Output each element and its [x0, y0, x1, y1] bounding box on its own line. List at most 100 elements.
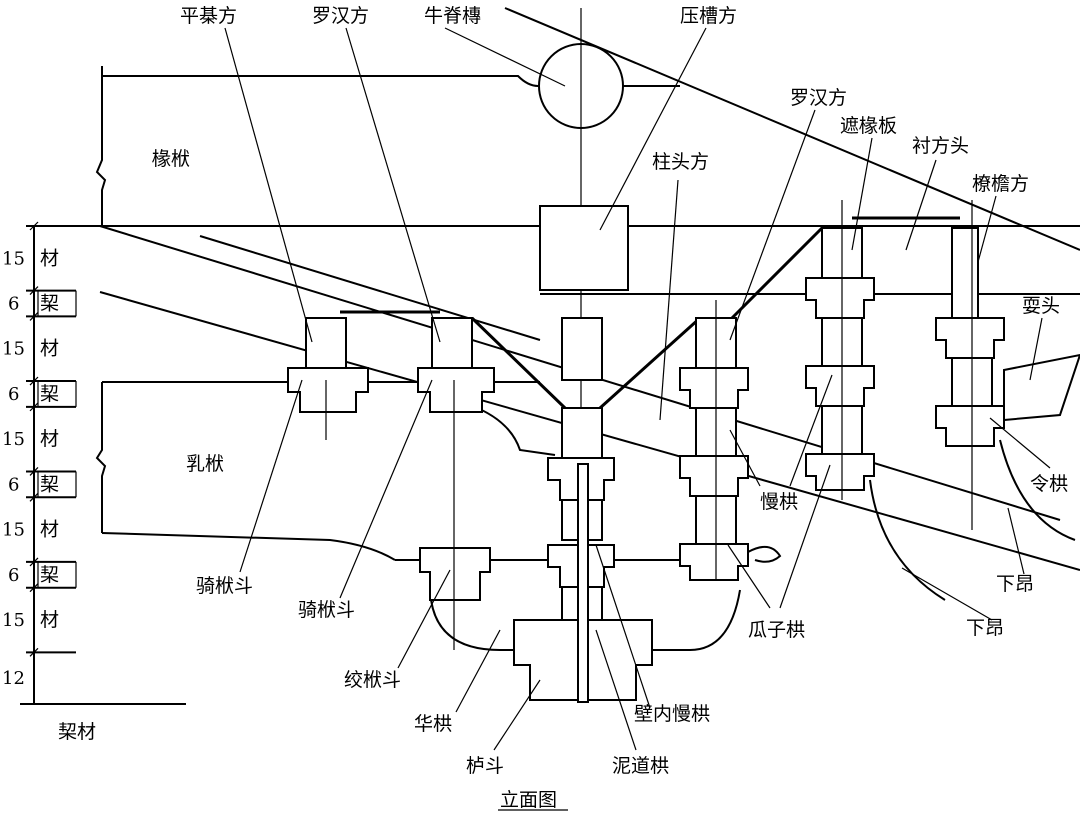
scale-tick-mark — [29, 376, 39, 386]
label-ludou: 栌斗 — [466, 755, 504, 777]
shuatou-block — [1003, 353, 1080, 422]
scale-qi-box — [37, 471, 77, 498]
scale-unit: 栔 — [40, 473, 59, 495]
rufu-left-break — [95, 382, 107, 533]
label-qifudou-1: 骑栿斗 — [196, 575, 253, 597]
scale-tick-mark — [29, 402, 39, 412]
scale-num: 15 — [2, 610, 25, 631]
scale-num: 12 — [2, 668, 25, 689]
leader-zheyuanban — [851, 137, 873, 251]
leader-guazigong-1 — [727, 544, 771, 609]
r1-dou-3 — [679, 543, 749, 581]
leaders — [224, 27, 1051, 751]
linggong-curve — [999, 439, 1076, 541]
leader-niujituan — [444, 27, 566, 87]
leader-linggong — [989, 417, 1051, 469]
scale-tick-mark — [29, 492, 39, 502]
leader-qifudou-1 — [239, 379, 303, 573]
label-chenfangtou: 衬方头 — [912, 135, 969, 157]
label-jiaofudou: 绞栿斗 — [344, 669, 401, 691]
leader-zhutoufang — [659, 179, 679, 421]
label-guazigong: 瓜子栱 — [748, 619, 805, 641]
chuanfu-beam-top — [102, 75, 539, 87]
slope-line-c — [199, 235, 541, 341]
scale-unit: 栔 — [40, 564, 59, 586]
scale-tick-mark — [29, 583, 39, 593]
scale-tick-mark — [29, 647, 39, 657]
label-liaoyanfang: 橑檐方 — [972, 173, 1029, 195]
scale-num: 6 — [8, 294, 19, 315]
leader-bineimangong — [595, 544, 651, 709]
jiaofudou-block — [419, 547, 491, 601]
structure — [30, 7, 1080, 703]
scale-unit: 材 — [40, 609, 59, 631]
label-linggong: 令栱 — [1030, 473, 1068, 495]
label-shuatou: 耍头 — [1022, 295, 1060, 317]
zhutou-block-upper — [561, 317, 603, 381]
leader-xiaang-1 — [1007, 507, 1025, 575]
leader-luohanfang-top — [345, 27, 441, 343]
scale-unit: 栔 — [40, 383, 59, 405]
label-xiaang-2: 下昂 — [966, 617, 1004, 639]
scale-num: 6 — [8, 474, 19, 495]
scale-tick-mark — [29, 467, 39, 476]
label-chuanfu: 椽栿 — [152, 148, 190, 170]
label-zhutoufang: 柱头方 — [652, 151, 709, 173]
scale-num: 15 — [2, 339, 25, 360]
label-niujituan: 牛脊槫 — [424, 5, 481, 27]
caption: 立面图 — [500, 789, 557, 811]
leader-liaoyanfang — [977, 195, 997, 263]
leader-mangong-1 — [729, 429, 761, 487]
scale-unit: 栔 — [40, 293, 59, 315]
label-luohanfang-top: 罗汉方 — [312, 5, 369, 27]
scale-num: 15 — [2, 520, 25, 541]
xiaang-curve — [869, 479, 946, 601]
label-luohanfang-right: 罗汉方 — [790, 87, 847, 109]
label-huagong: 华栱 — [414, 713, 452, 735]
scale-num: 6 — [8, 565, 19, 586]
v-strut-left — [470, 316, 567, 410]
yacaofang-block — [539, 205, 629, 291]
label-zheyuanban: 遮椽板 — [840, 115, 897, 137]
strut-upper-right — [730, 226, 824, 320]
scale-unit: 材 — [40, 338, 59, 360]
r1-dou-2 — [679, 455, 749, 497]
leader-luohanfang-right — [729, 109, 816, 341]
liaoyan-block — [951, 227, 979, 319]
bineimangong-rod — [577, 463, 589, 703]
scale-num: 15 — [2, 429, 25, 450]
scale-qi-box — [37, 290, 77, 317]
leader-jiaofudou — [397, 569, 451, 669]
label-xiaang-1: 下昂 — [996, 573, 1034, 595]
left-break-line — [95, 66, 107, 226]
r2-dou-2 — [805, 365, 875, 407]
huagong-curve-right — [652, 589, 741, 651]
leader-huagong — [455, 629, 501, 713]
scale-num: 6 — [8, 384, 19, 405]
r3-dou-2 — [935, 405, 1005, 447]
leader-yacaofang — [599, 27, 707, 231]
label-pingqifang: 平棊方 — [180, 5, 237, 27]
scale-qi-box — [37, 381, 77, 407]
scale-num: 15 — [2, 248, 25, 269]
leader-nidaogong — [595, 629, 637, 751]
qifudou-left — [287, 367, 369, 413]
r1-dou-1 — [679, 367, 749, 409]
scale-unit: 材 — [40, 247, 59, 269]
r3-dou-1 — [935, 317, 1005, 359]
scale-bottom-label: 栔材 — [58, 721, 96, 743]
scale-tick-mark — [29, 286, 39, 296]
leader-xiaang-2 — [901, 567, 993, 621]
leader-mangong-2 — [789, 374, 833, 487]
scale-tick-mark — [29, 312, 39, 321]
label-qifudou-2: 骑栿斗 — [298, 599, 355, 621]
scale-unit: 材 — [40, 428, 59, 450]
leader-guazigong-2 — [779, 464, 831, 609]
qifudou-mid — [417, 367, 495, 413]
leader-ludou — [493, 679, 541, 751]
r2-dou-3 — [805, 453, 875, 491]
leader-chenfangtou — [905, 159, 937, 251]
label-yacaofang: 压槽方 — [680, 5, 737, 27]
